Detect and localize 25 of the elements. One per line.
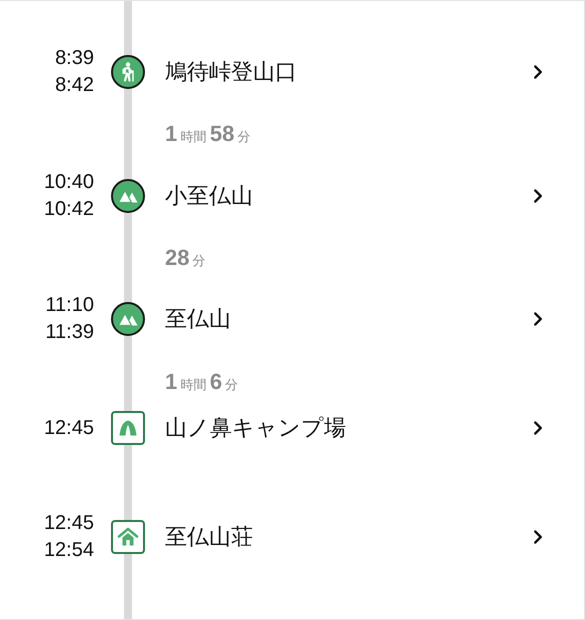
tent-icon: [111, 411, 145, 445]
mountain-icon: [111, 302, 145, 336]
timeline-line: [124, 445, 132, 520]
stop-name: 山ノ鼻キャンプ場: [165, 414, 346, 442]
time-label: 11:10: [45, 293, 94, 318]
timeline-line: [124, 1, 132, 55]
timeline-line: [124, 89, 132, 179]
time-label: 8:39: [55, 46, 94, 71]
hiker-icon: [111, 55, 145, 89]
stop-name: 小至仏山: [165, 182, 253, 210]
time-label: 12:54: [44, 538, 94, 563]
time-label: 10:42: [44, 197, 94, 222]
mountain-icon: [111, 179, 145, 213]
timeline-line: [124, 554, 132, 619]
time-label: 11:39: [45, 320, 94, 345]
time-label: 12:45: [44, 511, 94, 536]
house-icon: [111, 520, 145, 554]
time-label: 10:40: [44, 170, 94, 195]
time-label: 8:42: [55, 73, 94, 98]
stop-name: 鳩待峠登山口: [165, 58, 297, 86]
timeline-line: [124, 213, 132, 302]
stop-name: 至仏山: [165, 305, 231, 333]
stop-name: 至仏山荘: [165, 523, 253, 551]
timeline-line: [124, 336, 132, 411]
time-label: 12:45: [44, 416, 94, 440]
